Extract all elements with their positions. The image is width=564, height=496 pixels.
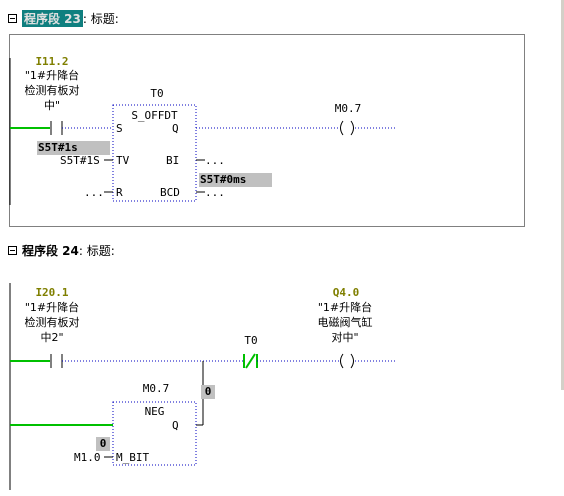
contact-comment-line-3: 中2" (40, 331, 64, 344)
timer-pin-q: Q (172, 122, 179, 135)
coil-address[interactable]: M0.7 (334, 102, 362, 115)
contact-comment-line-1: "1#升降台 (24, 69, 80, 82)
timer-address[interactable]: T0 (150, 87, 164, 100)
coil-address[interactable]: Q4.0 (332, 286, 360, 299)
neg-pin-mbit: M_BIT (116, 451, 150, 464)
network-23-header[interactable]: 程序段 23 : 标题: (8, 9, 119, 27)
coil-comment-line-3: 对中" (331, 331, 359, 344)
timer-pin-r: R (116, 186, 123, 199)
vertical-scrollbar[interactable] (561, 0, 564, 390)
contact-comment-line-2: 检测有板对 (24, 316, 80, 329)
contact-address[interactable]: I20.1 (35, 286, 69, 299)
contact-comment-line-2: 检测有板对 (24, 84, 80, 97)
tv-parameter[interactable]: S5T#1S (60, 154, 100, 167)
network-title-label: : 标题: (82, 11, 119, 26)
timer-pin-tv: TV (116, 154, 130, 167)
neg-type: NEG (144, 405, 165, 418)
collapse-icon[interactable] (8, 245, 17, 255)
contact-comment-line-3: 中" (43, 99, 61, 112)
timer-type: S_OFFDT (131, 109, 178, 122)
network-title[interactable]: 程序段 24 (22, 243, 79, 258)
neg-pin-q: Q (172, 419, 179, 432)
mbit-parameter[interactable]: M1.0 (74, 451, 101, 464)
r-input[interactable]: ... (84, 186, 104, 199)
bi-output[interactable]: ... (205, 154, 225, 167)
network-title-label: : 标题: (78, 243, 115, 258)
tv-monitor-value: S5T#1s (37, 141, 110, 155)
nc-contact-address[interactable]: T0 (244, 334, 258, 347)
contact-comment-line-1: "1#升降台 (24, 301, 80, 314)
timer-pin-s: S (116, 122, 123, 135)
network-23-panel[interactable] (9, 34, 525, 227)
bcd-output[interactable]: ... (205, 186, 225, 199)
network-24-header[interactable]: 程序段 24 : 标题: (8, 243, 115, 258)
coil-comment-line-1: "1#升降台 (317, 301, 373, 314)
neg-address[interactable]: M0.7 (142, 382, 170, 395)
bcd-monitor-value: S5T#0ms (199, 173, 272, 187)
coil-comment-line-2: 电磁阀气缸 (317, 316, 373, 329)
mbit-monitor-value: 0 (96, 437, 110, 451)
timer-pin-bcd: BCD (160, 186, 180, 199)
branch-monitor-value: 0 (201, 385, 215, 399)
timer-pin-bi: BI (166, 154, 180, 167)
contact-address[interactable]: I11.2 (35, 55, 69, 68)
collapse-icon[interactable] (8, 13, 17, 23)
network-title[interactable]: 程序段 23 (22, 9, 83, 27)
